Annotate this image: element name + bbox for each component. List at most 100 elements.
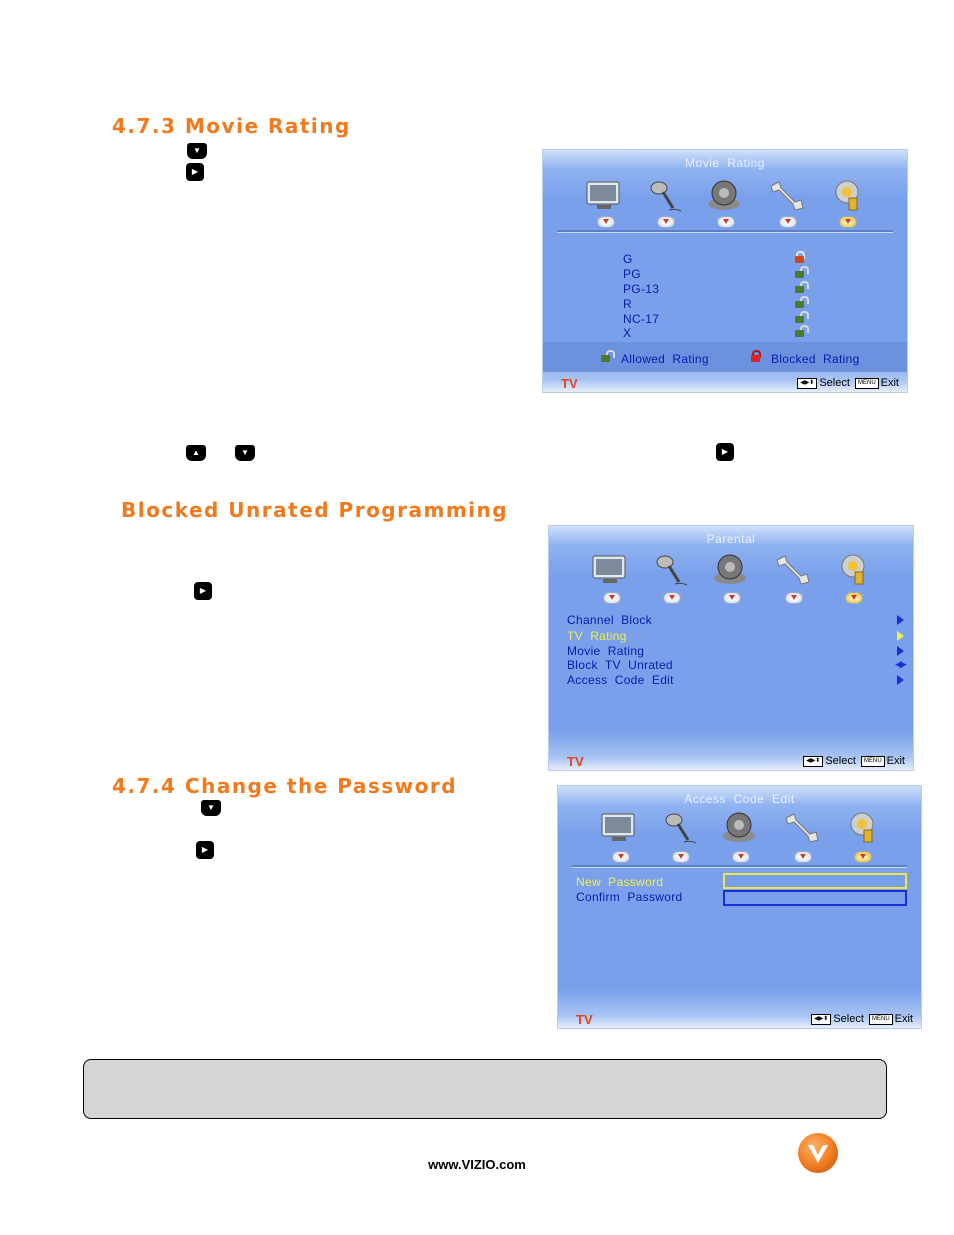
note-box	[83, 1059, 887, 1119]
new-password-label: New Password	[576, 875, 664, 889]
input-source-label: TV	[567, 754, 584, 769]
blocked-lock-icon[interactable]	[795, 251, 805, 263]
confirm-password-field[interactable]	[723, 890, 907, 906]
rating-item-r[interactable]: R	[623, 297, 632, 311]
screen-title: Movie Rating	[685, 156, 765, 170]
down-button-icon: ▼	[235, 445, 255, 461]
satellite-dish-icon[interactable]	[658, 810, 700, 846]
vizio-v-icon	[808, 1145, 828, 1163]
blocked-legend-icon	[751, 350, 761, 362]
allowed-lock-icon[interactable]	[795, 266, 809, 278]
nav-keys-icon: ◀▶⬍	[797, 377, 818, 389]
footer-exit: Exit	[880, 377, 899, 389]
tv-monitor-icon[interactable]	[589, 552, 631, 588]
nav-keys-icon: ◀▶⬍	[811, 1013, 832, 1025]
menu-indicator-icon	[597, 216, 615, 228]
footer-select: Select	[825, 755, 856, 767]
menu-item-block-tv-unrated[interactable]: Block TV Unrated	[567, 658, 673, 672]
menu-indicator-icon	[779, 216, 797, 228]
allowed-lock-icon[interactable]	[795, 296, 809, 308]
vizio-logo	[798, 1133, 838, 1173]
screen-title: Access Code Edit	[684, 792, 795, 806]
tv-monitor-icon[interactable]	[583, 178, 625, 214]
right-button-icon: ▶	[196, 841, 214, 859]
lock-gear-icon[interactable]	[833, 552, 875, 588]
nav-keys-icon: ◀▶⬍	[803, 755, 824, 767]
chevron-right-icon[interactable]	[897, 675, 904, 685]
menu-indicator-icon	[612, 851, 630, 863]
menu-item-channel-block[interactable]: Channel Block	[567, 613, 652, 627]
menu-key-icon: MENU	[868, 1013, 893, 1025]
menu-indicator-icon	[603, 592, 621, 604]
parental-screen: Parental Channel Block TV Rating Movie R…	[548, 525, 914, 771]
divider	[557, 230, 893, 233]
right-button-icon: ▶	[194, 582, 212, 600]
menu-indicator-icon	[794, 851, 812, 863]
rating-item-pg13[interactable]: PG-13	[623, 282, 660, 296]
lock-gear-icon[interactable]	[827, 178, 869, 214]
satellite-dish-icon[interactable]	[649, 552, 691, 588]
down-button-icon: ▼	[201, 800, 221, 816]
allowed-legend-icon	[601, 350, 615, 362]
footer-url: www.VIZIO.com	[428, 1157, 526, 1172]
heading-movie-rating: 4.7.3 Movie Rating	[112, 114, 351, 138]
screen-title: Parental	[706, 532, 756, 546]
up-button-icon: ▲	[186, 445, 206, 461]
legend-blocked: Blocked Rating	[771, 352, 860, 366]
speaker-icon[interactable]	[709, 552, 751, 588]
heading-blocked-unrated: Blocked Unrated Programming	[121, 498, 509, 522]
menu-indicator-icon	[717, 216, 735, 228]
satellite-dish-icon[interactable]	[643, 178, 685, 214]
menu-key-icon: MENU	[860, 755, 885, 767]
allowed-lock-icon[interactable]	[795, 281, 809, 293]
menu-indicator-selected-icon	[854, 851, 872, 863]
new-password-field[interactable]	[723, 873, 907, 889]
menu-indicator-icon	[723, 592, 741, 604]
input-source-label: TV	[576, 1012, 593, 1027]
down-button-icon: ▼	[187, 143, 207, 159]
chevron-right-icon[interactable]	[897, 646, 904, 656]
access-code-screen: Access Code Edit New Password Confirm Pa…	[557, 785, 922, 1029]
divider	[572, 865, 907, 868]
tv-monitor-icon[interactable]	[598, 810, 640, 846]
lock-gear-icon[interactable]	[842, 810, 884, 846]
heading-change-password: 4.7.4 Change the Password	[112, 774, 458, 798]
speaker-icon[interactable]	[703, 178, 745, 214]
menu-indicator-icon	[663, 592, 681, 604]
rating-item-x[interactable]: X	[623, 326, 632, 340]
left-right-arrows-icon[interactable]: ◀▶	[895, 659, 907, 669]
footer-select: Select	[819, 377, 850, 389]
rating-item-nc17[interactable]: NC-17	[623, 312, 660, 326]
menu-indicator-icon	[785, 592, 803, 604]
menu-key-icon: MENU	[854, 377, 879, 389]
footer-exit: Exit	[894, 1013, 913, 1025]
confirm-password-label: Confirm Password	[576, 890, 683, 904]
chevron-right-icon[interactable]	[897, 615, 904, 625]
speaker-icon[interactable]	[718, 810, 760, 846]
wrench-icon[interactable]	[771, 552, 813, 588]
menu-item-tv-rating[interactable]: TV Rating	[567, 629, 627, 643]
menu-indicator-selected-icon	[839, 216, 857, 228]
menu-indicator-selected-icon	[845, 592, 863, 604]
right-button-icon: ▶	[716, 443, 734, 461]
chevron-right-icon[interactable]	[897, 631, 904, 641]
right-button-icon: ▶	[186, 163, 204, 181]
allowed-lock-icon[interactable]	[795, 311, 809, 323]
footer-select: Select	[833, 1013, 864, 1025]
wrench-icon[interactable]	[780, 810, 822, 846]
movie-rating-screen: Movie Rating G PG PG-13 R NC-17 X Allowe…	[542, 149, 908, 393]
legend-allowed: Allowed Rating	[621, 352, 709, 366]
menu-indicator-icon	[657, 216, 675, 228]
menu-indicator-icon	[732, 851, 750, 863]
footer-exit: Exit	[886, 755, 905, 767]
menu-item-movie-rating[interactable]: Movie Rating	[567, 644, 645, 658]
rating-item-g[interactable]: G	[623, 252, 633, 266]
wrench-icon[interactable]	[765, 178, 807, 214]
allowed-lock-icon[interactable]	[795, 325, 809, 337]
menu-item-access-code-edit[interactable]: Access Code Edit	[567, 673, 674, 687]
rating-item-pg[interactable]: PG	[623, 267, 641, 281]
input-source-label: TV	[561, 376, 578, 391]
